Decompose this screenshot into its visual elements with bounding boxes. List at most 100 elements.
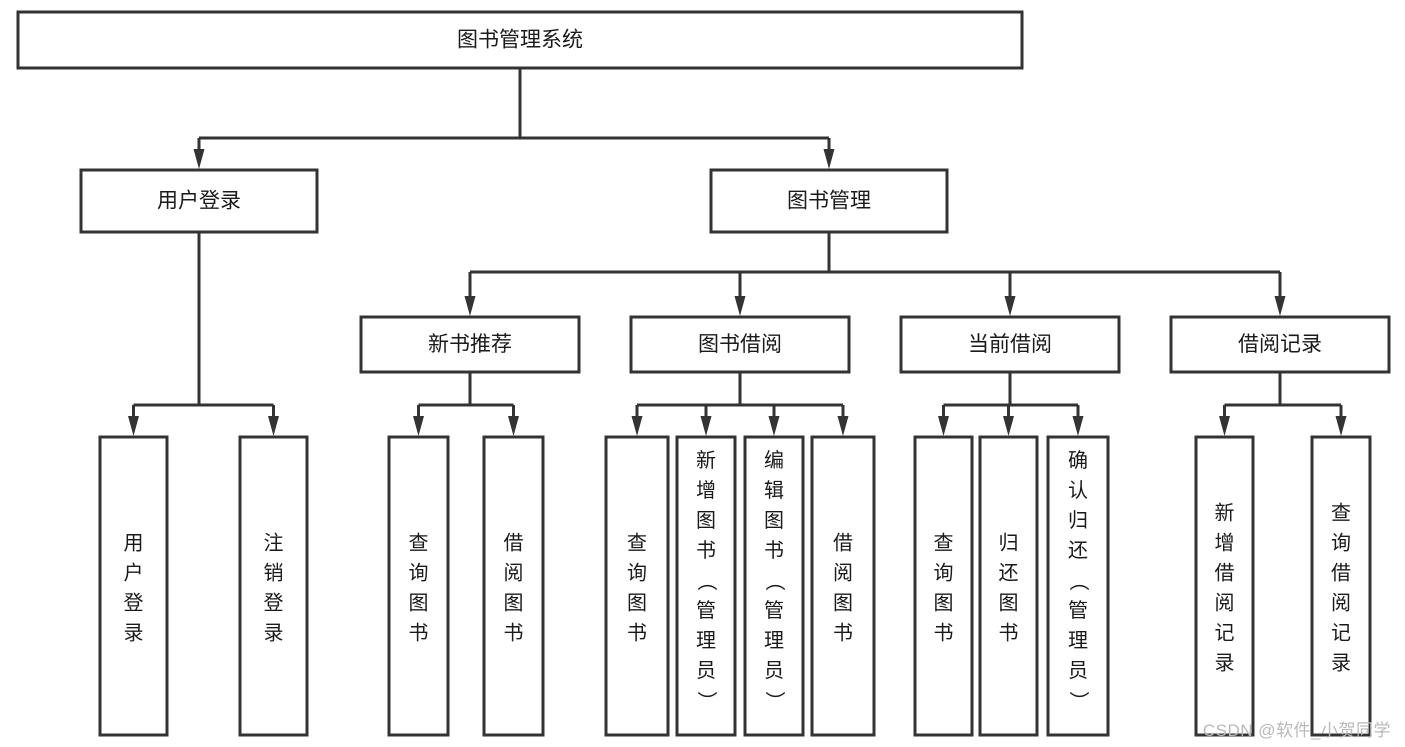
- node-label-char: 询: [409, 561, 429, 584]
- node-l3-新书推荐-0[interactable]: 新书推荐: [359, 315, 581, 374]
- node-l3-图书借阅-1[interactable]: 图书借阅: [629, 315, 851, 374]
- node-label-char: 管: [696, 599, 716, 622]
- node-label-char: 图: [696, 510, 716, 532]
- node-label-char: 登: [264, 591, 284, 614]
- arrow-head-icon: [1072, 416, 1084, 436]
- node-label-char: 理: [764, 630, 784, 652]
- node-label-char: 图: [934, 592, 954, 614]
- node-label-char: 书: [833, 621, 853, 644]
- node-label-char: 图: [409, 592, 429, 614]
- node-label-char: 书: [934, 621, 954, 644]
- node-label-char: 管: [764, 599, 784, 622]
- arrow-head-icon: [508, 416, 519, 436]
- node-label-char: （: [695, 571, 718, 591]
- node-label-char: 阅: [1331, 591, 1351, 614]
- node-label-char: 书: [504, 621, 524, 644]
- node-label-char: 图: [504, 592, 524, 614]
- node-label-char: 编: [764, 449, 784, 472]
- arrow-head-icon: [734, 296, 746, 316]
- node-box-rect: [98, 435, 169, 737]
- node-label-char: 登: [124, 591, 144, 614]
- node-label-char: 员: [1068, 660, 1088, 682]
- node-label-char: 理: [1068, 630, 1088, 652]
- arrow-head-icon: [464, 296, 476, 316]
- node-label-char: 录: [1331, 652, 1351, 674]
- node-label-char: 户: [124, 561, 144, 584]
- node-label-char: 阅: [504, 561, 524, 584]
- arrow-head-icon: [768, 416, 780, 436]
- arrow-head-icon: [193, 149, 205, 169]
- node-label-char: 阅: [833, 561, 853, 584]
- arrow-head-icon: [1335, 416, 1347, 436]
- node-box-rect: [1046, 435, 1110, 737]
- node-l2-图书管理-1[interactable]: 图书管理: [709, 168, 949, 234]
- arrow-head-icon: [1219, 416, 1230, 436]
- node-l3-当前借阅-2[interactable]: 当前借阅: [899, 315, 1121, 374]
- node-box-rect: [1194, 435, 1255, 737]
- node-box-rect: [810, 435, 876, 737]
- node-label-char: 书: [764, 539, 784, 562]
- node-boxes-layer: 图书管理系统用户登录图书管理新书推荐图书借阅当前借阅借阅记录用户登录注销登录查询…: [16, 10, 1391, 737]
- node-box-rect: [899, 315, 1121, 374]
- node-label-char: 销: [264, 561, 284, 584]
- arrow-head-icon: [631, 416, 643, 436]
- node-label-char: 理: [696, 630, 716, 652]
- node-box-rect: [978, 435, 1039, 737]
- node-label-char: 员: [696, 660, 716, 682]
- node-box-rect: [913, 435, 974, 737]
- node-root-图书管理系统-0[interactable]: 图书管理系统: [16, 10, 1024, 70]
- arrow-head-icon: [823, 149, 835, 169]
- node-label-char: 借: [1215, 561, 1235, 584]
- node-label-char: 图: [833, 592, 853, 614]
- node-label-char: 查: [409, 531, 429, 554]
- node-label-char: 图: [627, 592, 647, 614]
- node-l3-借阅记录-3[interactable]: 借阅记录: [1169, 315, 1391, 374]
- node-label-char: 增: [1215, 531, 1235, 554]
- node-label-char: 书: [999, 621, 1019, 644]
- node-label-char: 确: [1068, 449, 1088, 472]
- node-label-char: 用: [124, 532, 144, 554]
- arrow-head-icon: [837, 416, 849, 436]
- node-label: 借阅记录: [1238, 333, 1322, 356]
- node-label-char: 录: [1215, 652, 1235, 674]
- node-label-char: 辑: [764, 479, 784, 502]
- arrow-head-icon: [1004, 296, 1016, 316]
- node-label-char: ）: [763, 691, 786, 711]
- node-label-char: 借: [504, 531, 524, 554]
- node-label-char: 图: [999, 592, 1019, 614]
- node-label-char: 询: [627, 561, 647, 584]
- node-box-rect: [79, 168, 319, 234]
- node-leaf-用户登录-0[interactable]: 用户登录: [98, 435, 169, 737]
- node-label-char: （: [763, 571, 786, 591]
- node-label-char: 查: [934, 531, 954, 554]
- node-label-char: 归: [1068, 509, 1088, 532]
- node-label-char: 借: [1331, 561, 1351, 584]
- node-label-char: 阅: [1215, 591, 1235, 614]
- node-box-rect: [675, 435, 737, 737]
- arrow-head-icon: [700, 416, 712, 436]
- arrow-head-icon: [1003, 416, 1014, 436]
- node-label: 图书管理系统: [457, 29, 583, 52]
- node-l2-用户登录-0[interactable]: 用户登录: [79, 168, 319, 234]
- node-label-char: 记: [1331, 621, 1351, 644]
- node-label-char: 注: [264, 531, 284, 554]
- node-label-char: 图: [764, 510, 784, 532]
- node-label-char: 询: [1331, 531, 1351, 554]
- node-box-rect: [1169, 315, 1391, 374]
- arrow-head-icon: [128, 416, 139, 436]
- node-label-char: 书: [409, 621, 429, 644]
- node-label-char: 查: [627, 531, 647, 554]
